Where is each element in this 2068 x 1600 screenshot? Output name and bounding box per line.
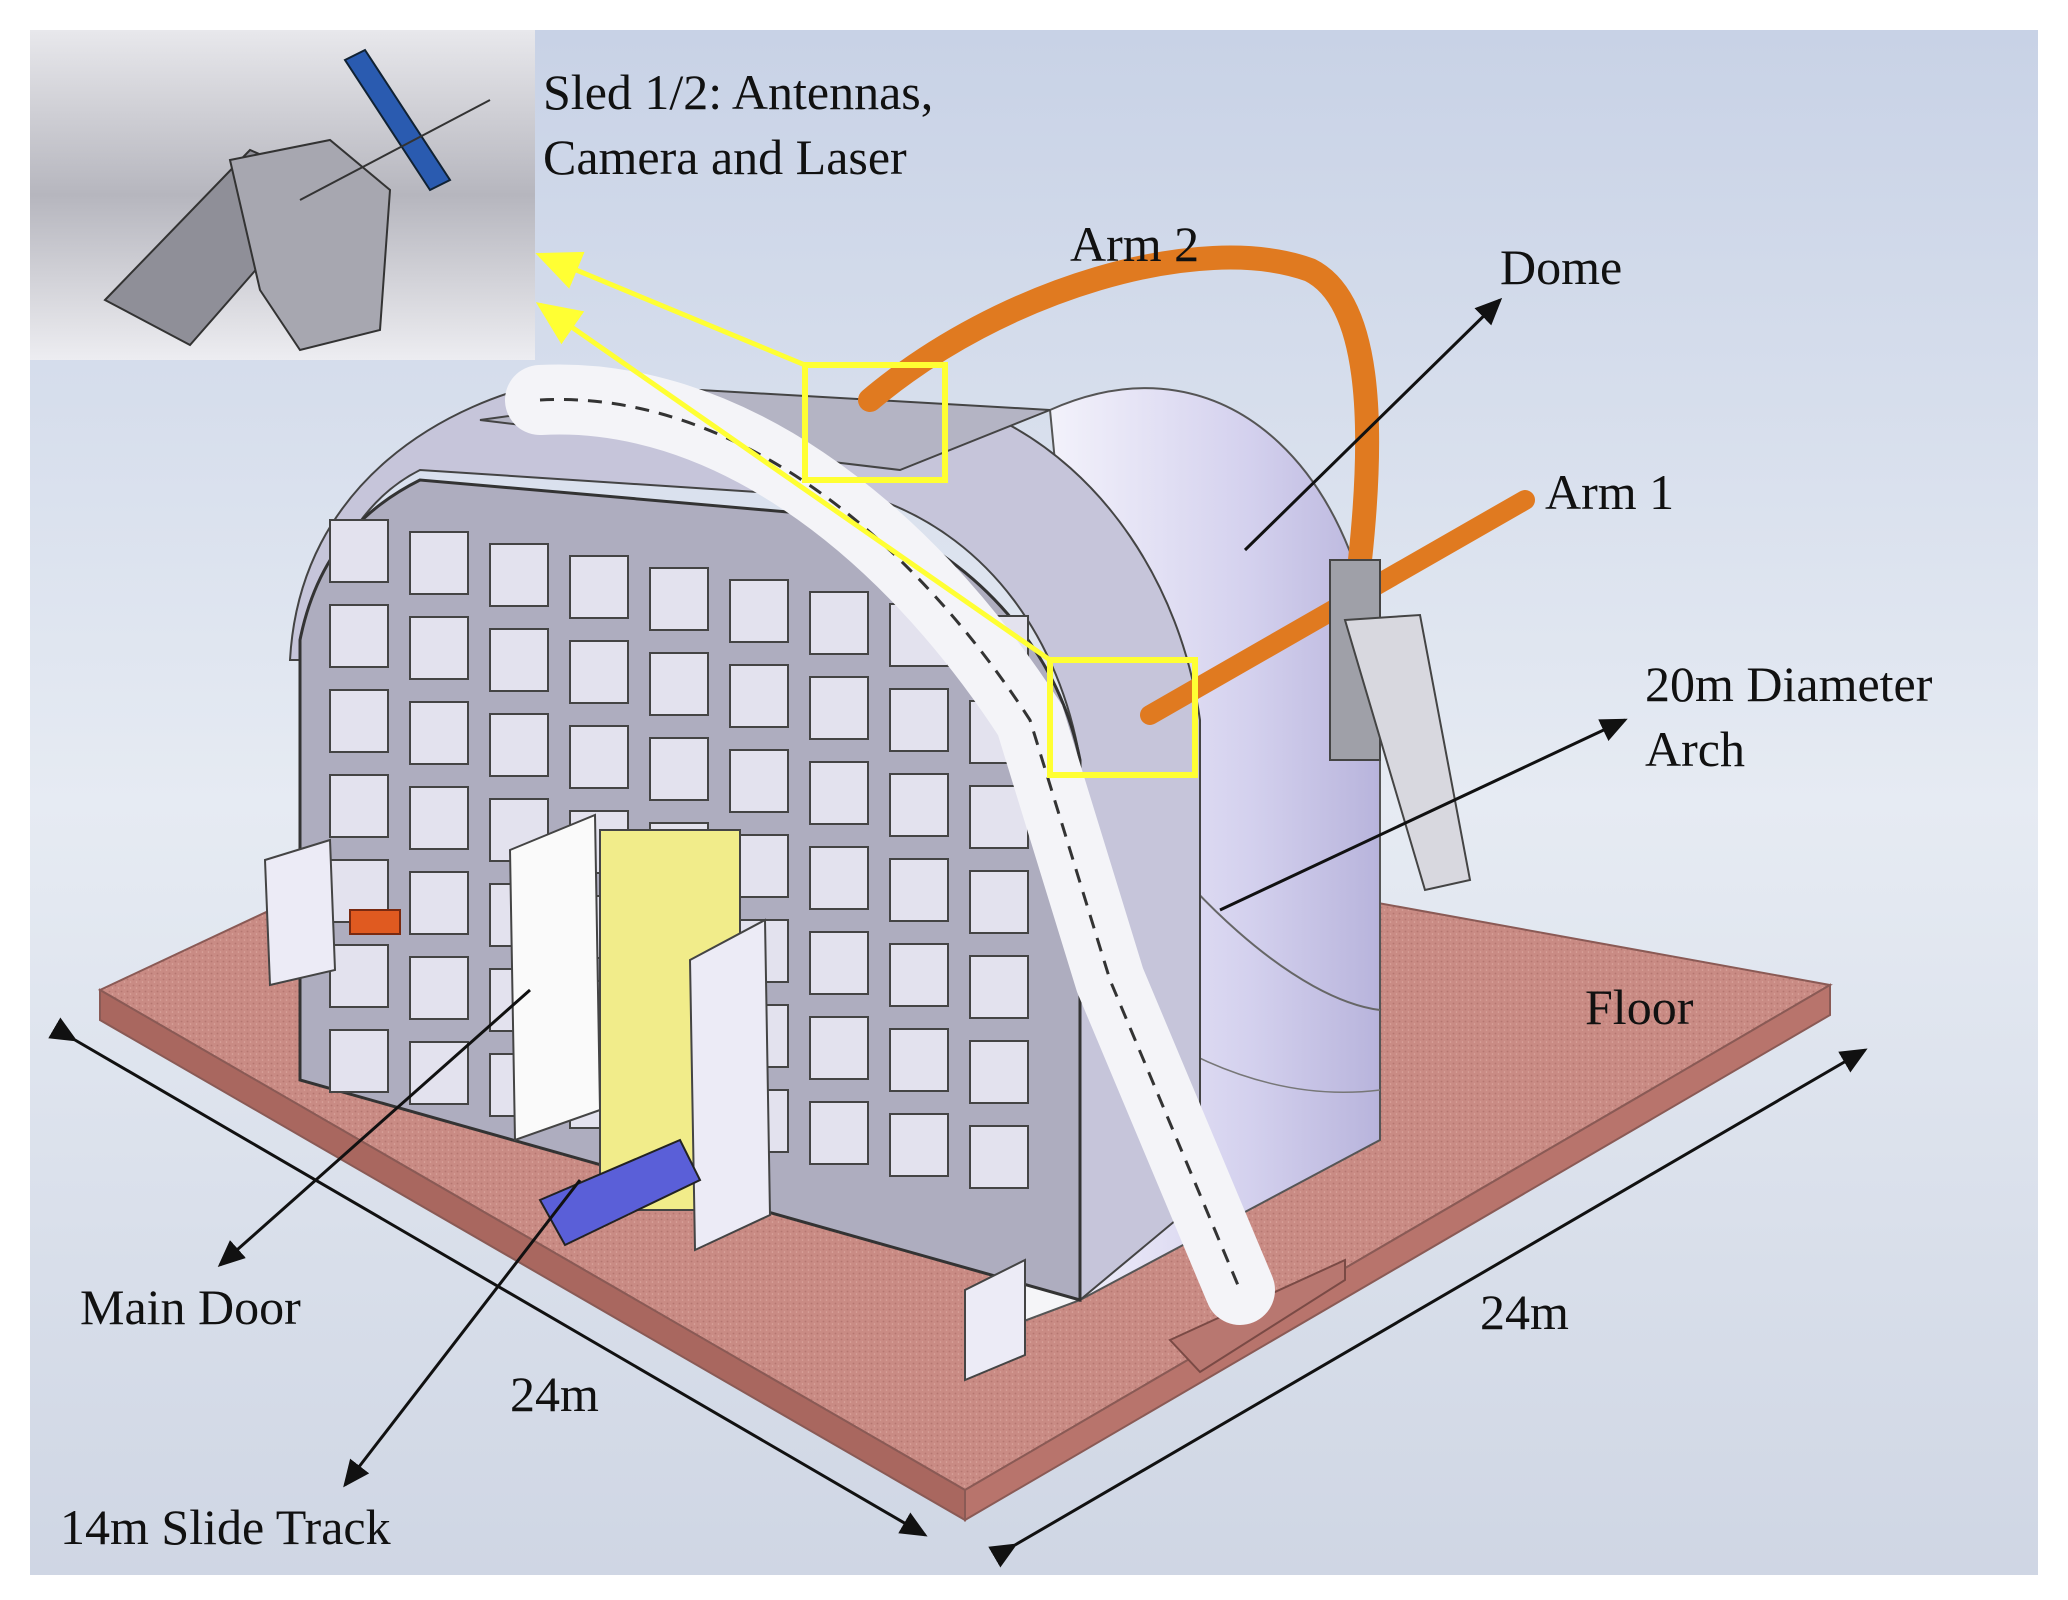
wall-panel	[809, 846, 869, 910]
wall-panel	[409, 786, 469, 850]
wall-panel	[489, 543, 549, 607]
wall-panel	[569, 725, 629, 789]
wall-panel	[809, 931, 869, 995]
wall-panel	[649, 652, 709, 716]
wall-panel	[889, 943, 949, 1007]
wall-panel	[969, 955, 1029, 1019]
wall-panel	[329, 519, 389, 583]
wall-panel	[489, 713, 549, 777]
wall-panel	[809, 1016, 869, 1080]
wall-panel	[569, 640, 629, 704]
wall-panel	[889, 1028, 949, 1092]
wall-panel	[889, 1113, 949, 1177]
wall-panel	[809, 676, 869, 740]
wall-panel	[969, 870, 1029, 934]
width-right-label: 24m	[1480, 1284, 1569, 1340]
wall-panel	[409, 616, 469, 680]
wall-panel	[409, 871, 469, 935]
wall-panel	[809, 1101, 869, 1165]
wall-panel	[329, 1029, 389, 1093]
wall-panel	[409, 531, 469, 595]
wall-panel	[809, 761, 869, 825]
wall-panel	[969, 1125, 1029, 1189]
arch-rail	[505, 364, 1275, 1325]
wall-panel	[729, 664, 789, 728]
wall-panel	[969, 1040, 1029, 1104]
arm1-label: Arm 1	[1545, 464, 1675, 520]
sled-inset	[30, 30, 535, 360]
arch-label-line2: Arch	[1645, 721, 1745, 777]
width-left-label: 24m	[510, 1366, 599, 1422]
arm2-label: Arm 2	[1070, 216, 1200, 272]
wall-panel	[569, 555, 629, 619]
dome-label: Dome	[1500, 239, 1623, 295]
wall-panel	[329, 774, 389, 838]
wall-panel	[409, 701, 469, 765]
sled-label-line1: Sled 1/2: Antennas,	[543, 64, 934, 120]
wall-panel	[729, 579, 789, 643]
sled-label-line2: Camera and Laser	[543, 129, 907, 185]
wall-panel	[729, 749, 789, 813]
wall-panel	[889, 688, 949, 752]
annotation-arrows	[48, 297, 1868, 1568]
wall-panel	[649, 567, 709, 631]
main-door-label: Main Door	[80, 1279, 301, 1335]
highlight-boxes	[535, 251, 1198, 778]
wall-panel	[409, 956, 469, 1020]
wall-panel	[329, 689, 389, 753]
wall-panel	[649, 737, 709, 801]
wall-panel	[889, 773, 949, 837]
wall-panel	[329, 944, 389, 1008]
wall-panel	[809, 591, 869, 655]
floor-label: Floor	[1585, 979, 1694, 1035]
wall-panel	[329, 604, 389, 668]
stair	[1343, 613, 1472, 892]
arch-label-line1: 20m Diameter	[1645, 656, 1933, 712]
wall-panel	[889, 858, 949, 922]
arms	[858, 245, 1535, 892]
wall-panel	[489, 628, 549, 692]
slide-track-label: 14m Slide Track	[60, 1499, 391, 1555]
